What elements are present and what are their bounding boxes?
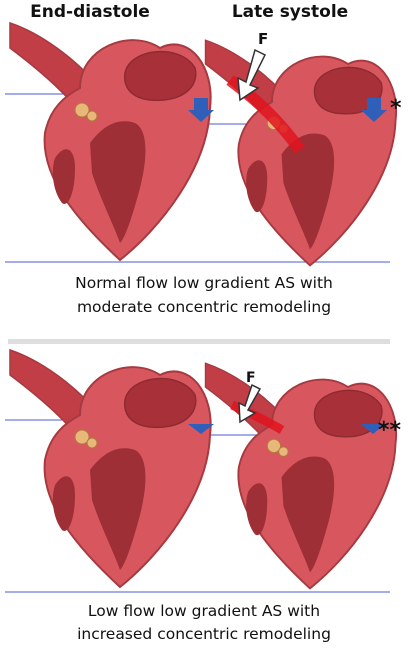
- flow-label-top: F: [258, 30, 269, 48]
- late-systole-title: Late systole: [231, 2, 349, 22]
- caption-top-line2: moderate concentric remodeling: [76, 298, 332, 316]
- heart-end-diastole-bottom: [9, 349, 212, 588]
- caption-bottom-line2: increased concentric remodeling: [77, 625, 331, 643]
- down-arrow-icon-bottom-right: [361, 424, 385, 434]
- asterisk-bottom: **: [378, 418, 402, 443]
- heart-end-diastole-top: [9, 22, 212, 261]
- down-arrow-icon-bottom-left: [188, 424, 214, 434]
- flow-jet-bottom: [230, 400, 285, 434]
- caption-top-line1: Normal flow low gradient AS with: [75, 274, 333, 292]
- heart-late-systole-bottom: [204, 362, 398, 590]
- asterisk-top: *: [390, 96, 402, 121]
- flow-jet-top: [226, 75, 305, 154]
- flow-label-bottom: F: [246, 370, 256, 386]
- flow-arrow-icon-bottom: [238, 383, 262, 424]
- end-diastole-title: End-diastole: [30, 2, 150, 22]
- flow-arrow-icon-top: [237, 48, 267, 102]
- down-arrow-icon-top-right: [361, 98, 387, 122]
- caption-bottom-line1: Low flow low gradient AS with: [87, 602, 321, 620]
- heart-late-systole-top: [204, 39, 398, 267]
- panel-divider: [8, 339, 390, 344]
- down-arrow-icon-top-left: [188, 98, 214, 122]
